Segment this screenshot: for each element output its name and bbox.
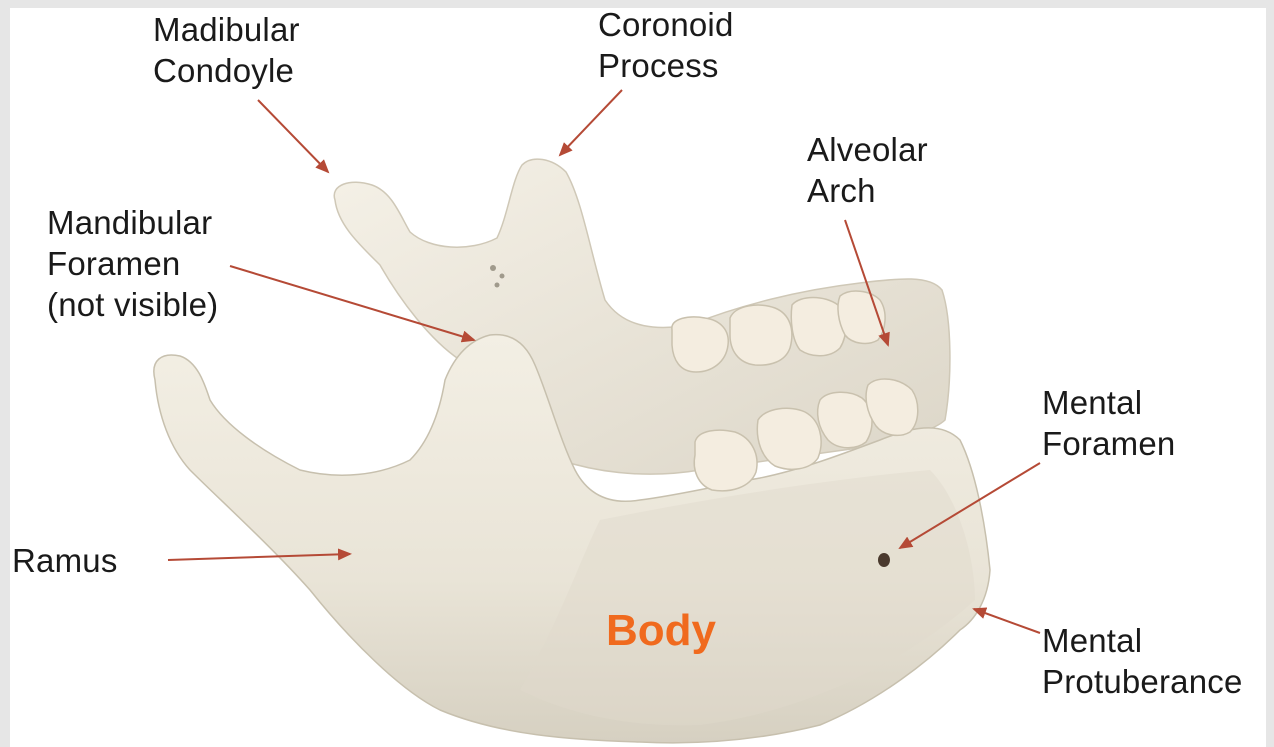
foramen-dot: [490, 265, 496, 271]
arrow-coronoid: [560, 90, 622, 155]
label-mandibular-foramen: Mandibular Foramen (not visible): [47, 202, 218, 325]
label-foramen-line1: Mandibular: [47, 204, 212, 241]
label-mental-foramen-line2: Foramen: [1042, 425, 1175, 462]
label-body: Body: [606, 606, 716, 656]
label-alveolar-line1: Alveolar: [807, 131, 928, 168]
label-foramen-line2: Foramen: [47, 245, 180, 282]
mental-foramen-hole: [878, 553, 890, 567]
label-condyle: Madibular Condoyle: [153, 9, 300, 91]
label-protuberance-line1: Mental: [1042, 622, 1142, 659]
label-condyle-line2: Condoyle: [153, 52, 294, 89]
label-mental-protuberance: Mental Protuberance: [1042, 620, 1243, 702]
label-coronoid: Coronoid Process: [598, 4, 734, 86]
label-mental-foramen-line1: Mental: [1042, 384, 1142, 421]
label-mental-foramen: Mental Foramen: [1042, 382, 1175, 464]
arrow-protuberance: [974, 609, 1040, 633]
label-foramen-line3: (not visible): [47, 286, 218, 323]
label-condyle-line1: Madibular: [153, 11, 300, 48]
label-coronoid-line2: Process: [598, 47, 719, 84]
foramen-dot: [500, 274, 505, 279]
label-coronoid-line1: Coronoid: [598, 6, 734, 43]
foramen-dot: [495, 283, 500, 288]
label-protuberance-line2: Protuberance: [1042, 663, 1243, 700]
label-ramus: Ramus: [12, 540, 118, 581]
label-alveolar: Alveolar Arch: [807, 129, 928, 211]
arrow-condyle: [258, 100, 328, 172]
label-alveolar-line2: Arch: [807, 172, 876, 209]
